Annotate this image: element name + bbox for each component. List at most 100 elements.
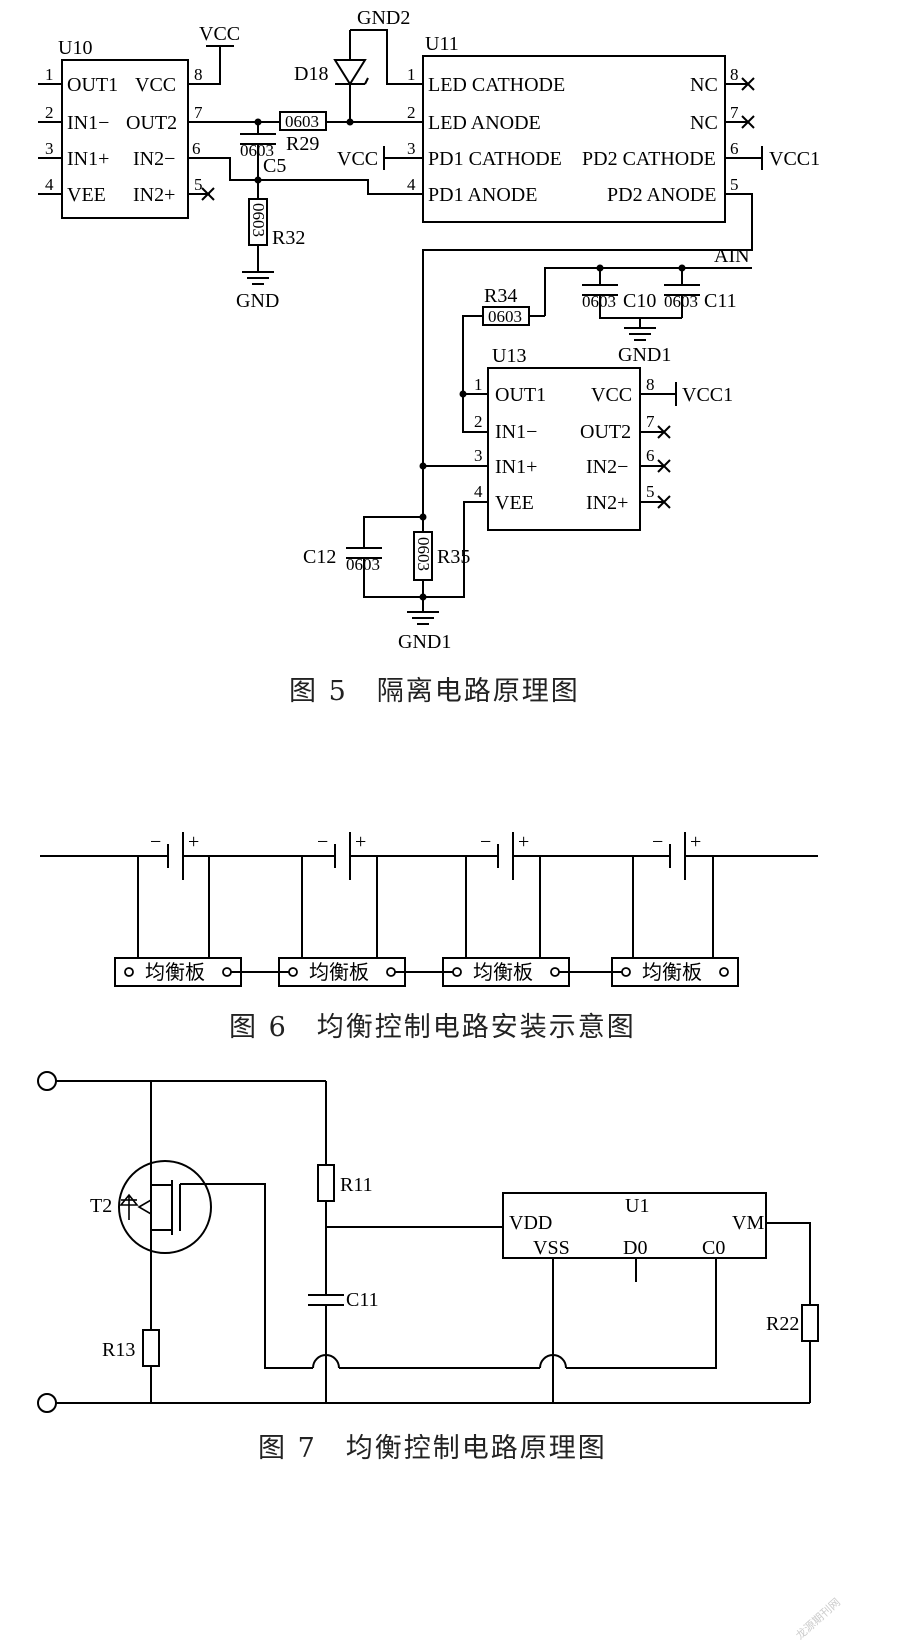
r29-package: 0603 [285,112,319,131]
cell-2-plus: + [355,831,366,853]
c5-label: C5 [263,155,286,177]
u13-pin1-label: OUT1 [495,384,546,406]
battery-cell-4: − + [632,831,714,958]
r35-label: R35 [437,546,470,568]
u10-pin2-num: 2 [45,103,54,122]
u10-pin6-num: 6 [192,139,201,158]
figure-5-isolation-circuit: U10 1 2 3 4 OUT1 IN1− IN1+ VEE VCC OUT2 … [38,7,820,707]
u11-pin8-nc-mark [741,77,755,91]
balance-board-4-label: 均衡板 [642,961,702,984]
c10-package: 0603 [582,292,616,311]
u11-pin5-num: 5 [730,175,739,194]
u11-pin8-num: 8 [730,65,739,84]
u10-pin5-num: 5 [194,175,203,194]
u13-chip: U13 1 2 3 4 OUT1 IN1− IN1+ VEE VCC OUT2 … [474,345,677,531]
u10-pin3-label: IN1+ [67,148,109,170]
u10-vcc-net-label: VCC [199,23,240,45]
cell-4-minus: − [652,831,663,853]
u10-pin2-label: IN1− [67,112,109,134]
r22-label: R22 [766,1313,799,1335]
u11-pin7-num: 7 [730,103,739,122]
balance-board-4: 均衡板 [611,957,739,987]
u13-pin5-label: IN2+ [586,492,628,514]
u10-pin6-label: IN2− [133,148,175,170]
u13-pin2-label: IN1− [495,421,537,443]
r22-resistor [801,1304,819,1342]
c11-fig7-label: C11 [346,1289,379,1311]
gnd1-symbol-bottom [407,611,439,625]
gnd1-net-label-bottom: GND1 [398,631,451,653]
figure-5-caption: 图 5 隔离电路原理图 [289,676,580,707]
u11-vcc1-label: VCC1 [769,148,820,170]
u10-pin1-num: 1 [45,65,54,84]
u13-label: U13 [492,345,526,367]
u11-pin1-num: 1 [407,65,416,84]
u11-pin5-label: PD2 ANODE [607,184,716,206]
figure-6-caption: 图 6 均衡控制电路安装示意图 [229,1012,636,1043]
c11-label: C11 [704,290,737,312]
u11-pin7-nc-mark [741,115,755,129]
u13-pin6-nc-mark [657,459,671,473]
figure-7-balance-control-circuit: T2 R13 R11 C11 U1 VDD VSS D0 C0 [37,1071,819,1464]
r13-resistor [142,1329,160,1367]
u13-pin1-num: 1 [474,375,483,394]
u11-pd1-vcc-label: VCC [337,148,378,170]
balance-board-1-label: 均衡板 [145,961,205,984]
u1-label: U1 [625,1195,649,1217]
figure-7-caption: 图 7 均衡控制电路原理图 [258,1433,607,1464]
figure-6-installation-diagram: − + − + − + − + [40,831,818,1043]
u11-pin7-label: NC [690,112,718,134]
u13-vcc1-label: VCC1 [682,384,733,406]
u11-pin2-label: LED ANODE [428,112,541,134]
battery-cell-2: − + [301,831,378,958]
u13-pin3-label: IN1+ [495,456,537,478]
u13-pin8-num: 8 [646,375,655,394]
u1-pin-vm: VM [732,1212,764,1234]
ain-net-label: AIN [714,245,750,267]
gnd1-net-label-top: GND1 [618,344,671,366]
u11-pin4-num: 4 [407,175,416,194]
top-terminal [37,1071,57,1091]
u13-pin2-num: 2 [474,412,483,431]
c11-package: 0603 [664,292,698,311]
balance-board-3-label: 均衡板 [473,961,533,984]
u13-pin4-num: 4 [474,482,483,501]
bottom-terminal [37,1393,57,1413]
gnd-symbol [242,271,274,285]
u13-pin5-nc-mark [657,495,671,509]
c12-label: C12 [303,546,336,568]
cell-4-plus: + [690,831,701,853]
u11-chip: U11 1 2 3 4 LED CATHODE LED ANODE PD1 CA… [400,33,763,223]
r35-package: 0603 [414,537,433,571]
battery-cell-1: − + [137,831,210,958]
u13-pin8-label: VCC [591,384,632,406]
u1-chip: U1 VDD VSS D0 C0 VM [502,1192,767,1259]
u1-pin-c0: C0 [702,1237,725,1259]
u13-pin4-label: VEE [495,492,534,514]
u11-pin3-label: PD1 CATHODE [428,148,562,170]
watermark-text: 龙源期刊网 [793,1595,843,1642]
u13-pin3-num: 3 [474,446,483,465]
cell-3-plus: + [518,831,529,853]
u10-pin8-label: VCC [135,74,176,96]
balance-board-1: 均衡板 [114,957,242,987]
u10-pin7-num: 7 [194,103,203,122]
u10-pin7-label: OUT2 [126,112,177,134]
u10-pin1-label: OUT1 [67,74,118,96]
balance-board-2: 均衡板 [278,957,406,987]
balance-board-3: 均衡板 [442,957,570,987]
r34-label: R34 [484,285,517,307]
r11-label: R11 [340,1174,373,1196]
u10-pin3-num: 3 [45,139,54,158]
u1-pin-vss: VSS [533,1237,570,1259]
gnd2-net-label: GND2 [357,7,410,29]
gnd1-symbol [624,327,656,341]
u10-pin8-num: 8 [194,65,203,84]
u10-pin5-label: IN2+ [133,184,175,206]
u13-pin5-num: 5 [646,482,655,501]
u13-pin6-num: 6 [646,446,655,465]
u13-pin7-num: 7 [646,412,655,431]
u10-label: U10 [58,37,92,59]
r32-label: R32 [272,227,305,249]
